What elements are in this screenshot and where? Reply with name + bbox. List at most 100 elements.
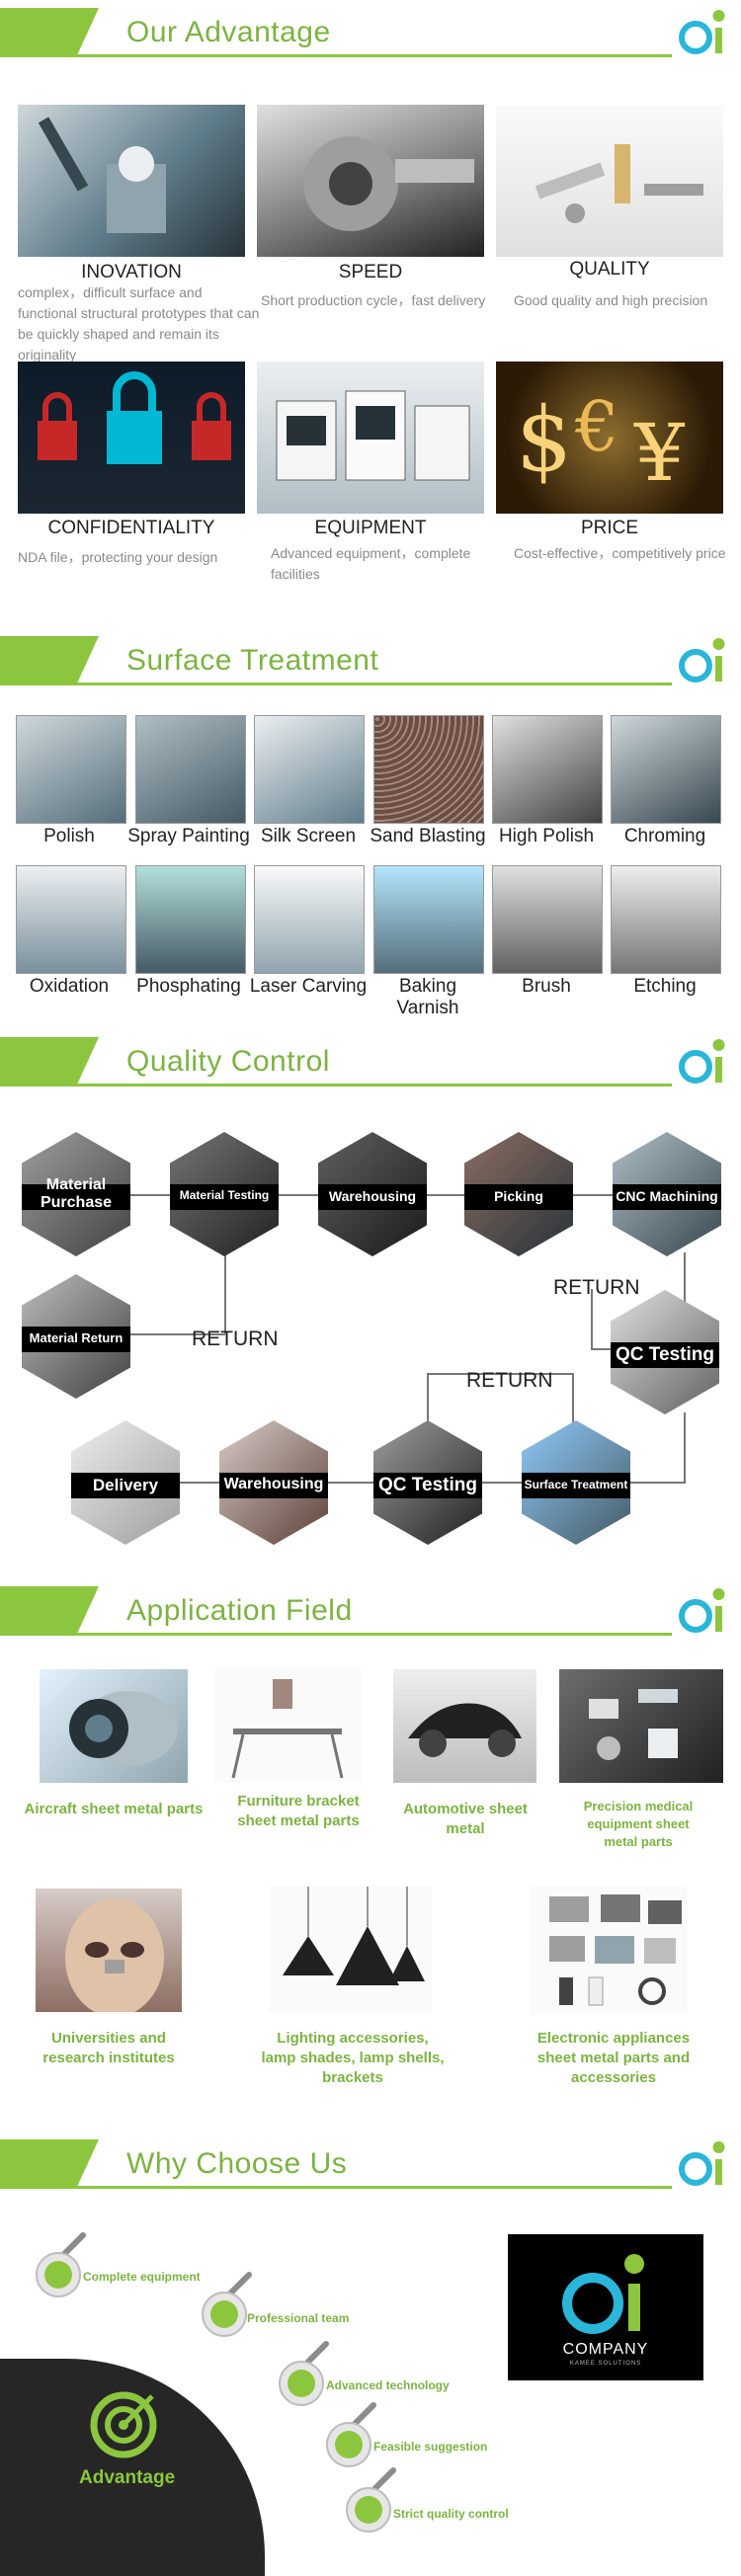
lighting-photo [269, 1887, 432, 2013]
medical-photo [559, 1669, 723, 1783]
surface-photo [611, 715, 721, 824]
advantage-title: QUALITY [569, 259, 650, 280]
svg-text:¥: ¥ [633, 407, 686, 499]
section-header-quality: Quality Control [0, 1037, 731, 1090]
hex-label: QC Testing [616, 1344, 714, 1365]
section-header-application: Application Field [0, 1586, 731, 1640]
section-title: Why Choose Us [126, 2147, 348, 2180]
section-title: Application Field [126, 1594, 353, 1627]
application-label: Electronic appliances sheet metal parts … [536, 2030, 691, 2086]
surface-photo [254, 865, 365, 974]
surface-label: Phosphating [136, 976, 241, 997]
lightbulb-icon [326, 2422, 371, 2467]
surface-label: Sand Blasting [370, 826, 486, 846]
surface-photo [135, 865, 246, 974]
return-label: RETURN [192, 1328, 279, 1350]
advantage-title: CONFIDENTIALITY [47, 518, 215, 538]
section-header-advantage: Our Advantage [0, 8, 731, 61]
equipment-photo [257, 362, 484, 514]
return-label: RETURN [466, 1369, 553, 1392]
hex-label: Picking [494, 1188, 543, 1204]
hex-label: Warehousing [328, 1188, 417, 1204]
flow-line [684, 1252, 686, 1312]
hex-warehousing [318, 1132, 427, 1256]
why-item: Advanced technology [326, 2378, 450, 2392]
confidentiality-photo [18, 362, 245, 514]
why-item: Feasible suggestion [373, 2440, 488, 2454]
hex-label: Material Testing [179, 1188, 270, 1202]
svg-text:$: $ [516, 388, 572, 492]
oi-logo-icon [679, 1039, 725, 1084]
price-photo: $€¥ [496, 362, 723, 514]
surface-photo [492, 865, 603, 974]
surface-photo [373, 865, 484, 974]
electronics-photo [530, 1887, 688, 2015]
svg-text:€: € [574, 386, 619, 467]
equipment-icon [36, 2252, 81, 2297]
technology-icon [279, 2361, 324, 2406]
surface-photo [492, 715, 603, 824]
furniture-photo [213, 1669, 362, 1783]
quality-control-icon [346, 2487, 391, 2533]
hex-label: Warehousing [223, 1476, 324, 1492]
hex-label: Material Purchase [40, 1176, 113, 1211]
surface-label: Brush [522, 976, 571, 997]
advantage-desc: NDA file，protecting your design [18, 549, 218, 565]
return-label: RETURN [553, 1276, 640, 1299]
oi-logo-icon [679, 1588, 725, 1633]
quality-photo [496, 105, 723, 257]
advantage-desc: Advanced equipment，complete facilities [271, 545, 471, 582]
surface-photo [373, 715, 484, 824]
why-item: Strict quality control [393, 2507, 509, 2521]
hex-label: QC Testing [378, 1475, 477, 1495]
flow-line [684, 1412, 686, 1482]
automotive-photo [393, 1669, 536, 1783]
advantage-desc: Good quality and high precision [514, 292, 708, 308]
hex-label: Surface Treatment [524, 1478, 628, 1491]
flow-line [224, 1254, 226, 1333]
application-label: Universities and research institutes [42, 2030, 175, 2066]
oi-logo-icon [679, 2141, 725, 2186]
flow-line [591, 1289, 593, 1348]
section-header-surface: Surface Treatment [0, 636, 731, 689]
application-label: Precision medical equipment sheet metal … [583, 1799, 694, 1849]
flow-line [572, 1373, 574, 1422]
company-name: COMPANY [562, 2341, 649, 2358]
surface-label: Oxidation [29, 976, 110, 997]
surface-photo [254, 715, 365, 824]
application-label: Lighting accessories, lamp shades, lamp … [261, 2030, 445, 2086]
flow-line [119, 1333, 225, 1335]
advantage-desc: complex，difficult surface and functional… [18, 284, 260, 362]
advantage-label: Advantage [79, 2467, 176, 2488]
application-label: Automotive sheet metal [403, 1801, 528, 1837]
aircraft-photo [40, 1669, 188, 1783]
team-icon [202, 2292, 247, 2337]
section-title: Quality Control [126, 1045, 330, 1078]
inovation-photo [18, 105, 245, 257]
target-icon [90, 2391, 157, 2458]
hex-label: CNC Machining [616, 1188, 718, 1204]
flow-line [427, 1373, 429, 1422]
surface-photo [135, 715, 246, 824]
surface-label: Silk Screen [260, 826, 357, 846]
why-item: Professional team [247, 2311, 350, 2325]
surface-label: Spray Painting [127, 826, 250, 846]
section-title: Our Advantage [126, 16, 331, 48]
surface-label: Polish [43, 826, 95, 846]
advantage-title: PRICE [580, 518, 639, 538]
company-oi-icon [562, 2254, 644, 2334]
surface-label: High Polish [498, 826, 595, 846]
advantage-title: EQUIPMENT [314, 518, 427, 538]
application-label: Furniture bracket sheet metal parts [237, 1793, 360, 1829]
surface-photo [16, 865, 126, 974]
hex-qc-testing-2 [373, 1420, 482, 1545]
surface-photo [611, 865, 721, 974]
surface-label: Etching [633, 976, 697, 997]
flow-line [427, 1373, 573, 1375]
section-title: Surface Treatment [126, 644, 379, 677]
hex-label: Material Return [29, 1330, 124, 1345]
company-logo: COMPANY KAMEE SOLUTIONS [508, 2234, 703, 2380]
oi-logo-icon [679, 10, 725, 54]
research-photo [36, 1889, 182, 2012]
advantage-desc: Short production cycle，fast delivery [261, 292, 486, 308]
